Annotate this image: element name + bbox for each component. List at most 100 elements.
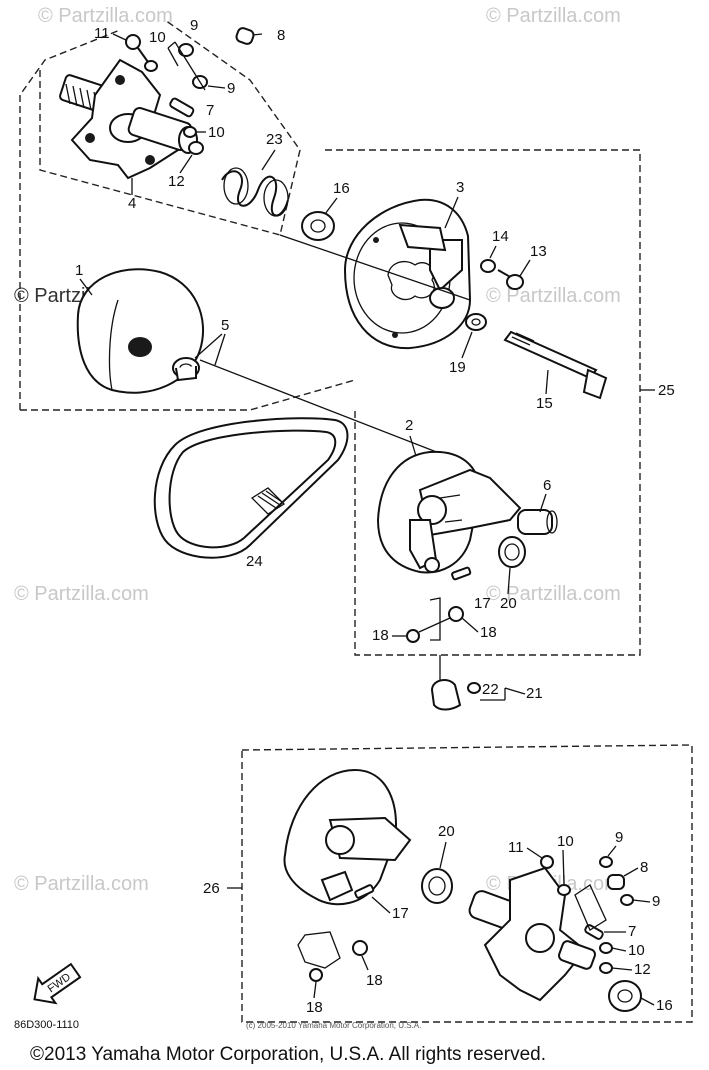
callout-10: 10 — [149, 29, 166, 46]
callout-24: 24 — [246, 553, 263, 570]
leader-21 — [480, 687, 526, 701]
callout-11-lower: 11 — [508, 839, 524, 856]
callout-9-lower: 9 — [615, 829, 623, 846]
callout-26: 26 — [203, 880, 220, 897]
watermark: © Partzilla.com — [38, 5, 173, 27]
callout-6: 6 — [543, 477, 551, 494]
callout-14: 14 — [492, 228, 509, 245]
leader-14 — [489, 245, 497, 259]
callout-9b-lower: 9 — [652, 893, 660, 910]
leader-16-lower — [640, 997, 655, 1006]
washer-part-18 — [406, 606, 464, 643]
leader-12-lower — [611, 967, 633, 971]
callout-16: 16 — [333, 180, 350, 197]
leader-23 — [261, 149, 276, 171]
leader-10b-lower — [611, 947, 627, 952]
axis-line — [199, 359, 471, 466]
bolt-part-11 — [125, 34, 149, 63]
bushing-part-16 — [301, 211, 335, 241]
washer-part-19 — [465, 313, 487, 331]
washer-part-12 — [188, 141, 204, 155]
watermark: © Partzilla.com — [14, 583, 149, 605]
leader-17-lower — [371, 896, 391, 914]
lower-bearing-20 — [421, 868, 453, 904]
callout-17-lower: 17 — [392, 905, 409, 922]
callout-5: 5 — [221, 317, 229, 334]
callout-18b: 18 — [372, 627, 389, 644]
leader-18b-lower — [313, 981, 317, 999]
leader-13 — [519, 259, 531, 277]
copyright-notice: ©2013 Yamaha Motor Corporation, U.S.A. A… — [30, 1044, 546, 1065]
callout-8: 8 — [277, 27, 285, 44]
axis-line — [279, 234, 471, 301]
leader-6 — [539, 493, 547, 513]
leader-15 — [545, 369, 549, 395]
callout-18b-lower: 18 — [306, 999, 323, 1016]
lower-bushing-16 — [608, 980, 642, 1012]
callout-11: 11 — [94, 25, 110, 42]
spider-part-4 — [59, 58, 198, 180]
sheave-part-2 — [376, 450, 522, 574]
spider-group-boundary — [39, 19, 301, 236]
callout-21: 21 — [526, 685, 543, 702]
washer-part-14 — [480, 259, 496, 273]
fwd-arrow-icon: FWD — [33, 962, 82, 1005]
callout-1: 1 — [75, 262, 83, 279]
callout-25: 25 — [658, 382, 675, 399]
group-25-boundary — [325, 149, 641, 656]
leader-20-lower — [439, 841, 447, 869]
roller-part-8 — [235, 27, 263, 45]
lower-bracket — [297, 931, 368, 982]
watermark: © Partzilla.com — [486, 583, 621, 605]
watermark: © Partzilla.com — [486, 285, 621, 307]
leader-1 — [79, 278, 93, 296]
callout-12: 12 — [168, 173, 185, 190]
callout-12-lower: 12 — [634, 961, 651, 978]
upper-group-boundary — [19, 29, 356, 411]
belt-part-24 — [153, 417, 349, 559]
leader-9-lower — [607, 845, 617, 857]
callout-10b: 10 — [208, 124, 225, 141]
leader-9b — [207, 85, 226, 89]
leader-16 — [324, 197, 338, 215]
pin-part-17 — [429, 566, 472, 641]
leader-18 — [461, 617, 479, 633]
leader-18-lower — [361, 955, 369, 971]
bearing-part-20 — [498, 536, 526, 568]
lower-sheave — [283, 768, 412, 906]
cover-part-3 — [343, 198, 472, 350]
callout-4: 4 — [128, 195, 136, 212]
group-26-boundary — [241, 744, 693, 1023]
callout-18-lower: 18 — [366, 972, 383, 989]
callout-7-lower: 7 — [628, 923, 636, 940]
callout-17: 17 — [474, 595, 491, 612]
leader-12 — [179, 154, 193, 174]
sheave-part-1 — [76, 268, 205, 394]
callout-2: 2 — [405, 417, 413, 434]
leader-19 — [461, 331, 473, 359]
fine-print: (c) 2005-2010 Yamaha Motor Corporation, … — [246, 1021, 421, 1030]
callout-10b-lower: 10 — [628, 942, 645, 959]
bearing-part-5 — [172, 357, 200, 382]
leader-5 — [194, 333, 226, 366]
pin-part-9 — [167, 41, 208, 91]
leader-11 — [112, 33, 127, 41]
callout-23: 23 — [266, 131, 283, 148]
leader-9b-lower — [632, 899, 651, 903]
screw-part-13 — [497, 269, 524, 290]
callout-13: 13 — [530, 243, 547, 260]
spring-part-23 — [221, 167, 289, 217]
callout-9: 9 — [190, 17, 198, 34]
lower-small-parts — [540, 855, 634, 974]
callout-19: 19 — [449, 359, 466, 376]
callout-22: 22 — [482, 681, 499, 698]
callout-10-lower: 10 — [557, 833, 574, 850]
callout-9b: 9 — [227, 80, 235, 97]
callout-20: 20 — [500, 595, 517, 612]
leader-20 — [507, 567, 511, 595]
leader-3 — [444, 196, 459, 229]
bushing-part-6 — [517, 509, 558, 535]
leader-2 — [409, 435, 417, 457]
watermark: © Partzilla.com — [486, 5, 621, 27]
